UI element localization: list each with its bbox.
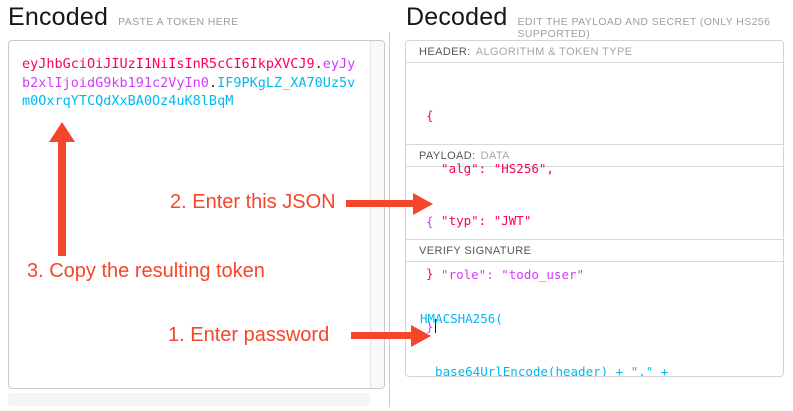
up-arrow-head-icon [49,122,75,142]
verify-signature-label: VERIFY SIGNATURE [419,244,532,257]
signature-block: HMACSHA256( base64UrlEncode(header) + ".… [406,262,783,377]
text-cursor [434,319,436,333]
jwt-token-text[interactable]: eyJhbGciOiJIUzI1NiIsInR5cCI6IkpXVCJ9.eyJ… [22,55,358,111]
code-line: } [426,265,434,281]
up-arrow-shaft [58,140,66,256]
token-header-segment: eyJhbGciOiJIUzI1NiIsInR5cCI6IkpXVCJ9 [22,56,315,72]
right-arrow-head-icon [413,193,433,215]
token-payload-segment: eyJyb2xlIjoidG9kb191c2VyIn0 [22,56,356,91]
encoded-title-row: Encoded PASTE A TOKEN HERE [8,3,239,32]
decoded-title-row: Decoded EDIT THE PAYLOAD AND SECRET (ONL… [406,3,793,40]
header-section-label-detail: ALGORITHM & TOKEN TYPE [475,45,633,58]
code-line: "alg": "HS256", [426,160,554,176]
token-separator: . [208,74,218,91]
payload-section-label: PAYLOAD: [419,149,476,162]
code-line: base64UrlEncode(header) + "." + [420,363,669,377]
encoded-token-textarea[interactable]: eyJhbGciOiJIUzI1NiIsInR5cCI6IkpXVCJ9.eyJ… [8,40,385,389]
code-line: "typ": "JWT" [426,213,532,228]
code-line: "role": "todo_user" [426,266,585,282]
decoded-panel: HEADER: ALGORITHM & TOKEN TYPE { "alg": … [405,40,784,377]
column-divider [389,32,390,407]
header-section-bar: HEADER: ALGORITHM & TOKEN TYPE [406,41,783,63]
payload-section-bar: PAYLOAD: DATA [406,145,783,167]
annotation-step-3: 3. Copy the resulting token [27,260,265,282]
payload-json-editor[interactable]: { "role": "todo_user" } [406,167,783,334]
code-line: { [426,214,434,229]
right-arrow-head-icon [411,325,431,347]
code-line: { [426,108,434,123]
decoded-title: Decoded [406,3,508,31]
horizontal-scrollbar-track[interactable] [8,393,370,406]
decoded-subtitle: EDIT THE PAYLOAD AND SECRET (ONLY HS256 … [517,16,771,40]
right-arrow-shaft [351,332,411,339]
payload-section-label-detail: DATA [480,149,510,162]
code-line: HMACSHA256( [420,311,503,326]
encoded-title: Encoded [8,3,109,31]
encoded-subtitle: PASTE A TOKEN HERE [118,16,239,28]
scrollbar-track[interactable] [370,41,384,388]
header-json-editor[interactable]: { "alg": "HS256", "typ": "JWT" } [406,63,783,281]
token-separator: . [314,56,323,72]
annotation-step-1: 1. Enter password [168,324,330,346]
verify-signature-section-bar: VERIFY SIGNATURE [406,240,783,262]
annotation-step-2: 2. Enter this JSON [170,191,336,213]
right-arrow-shaft [346,200,413,207]
token-signature-segment: IF9PKgLZ_XA70Uz5vm0OxrqYTCQdXxBA0Oz4uK8l… [22,74,356,110]
header-section-label: HEADER: [419,45,471,58]
